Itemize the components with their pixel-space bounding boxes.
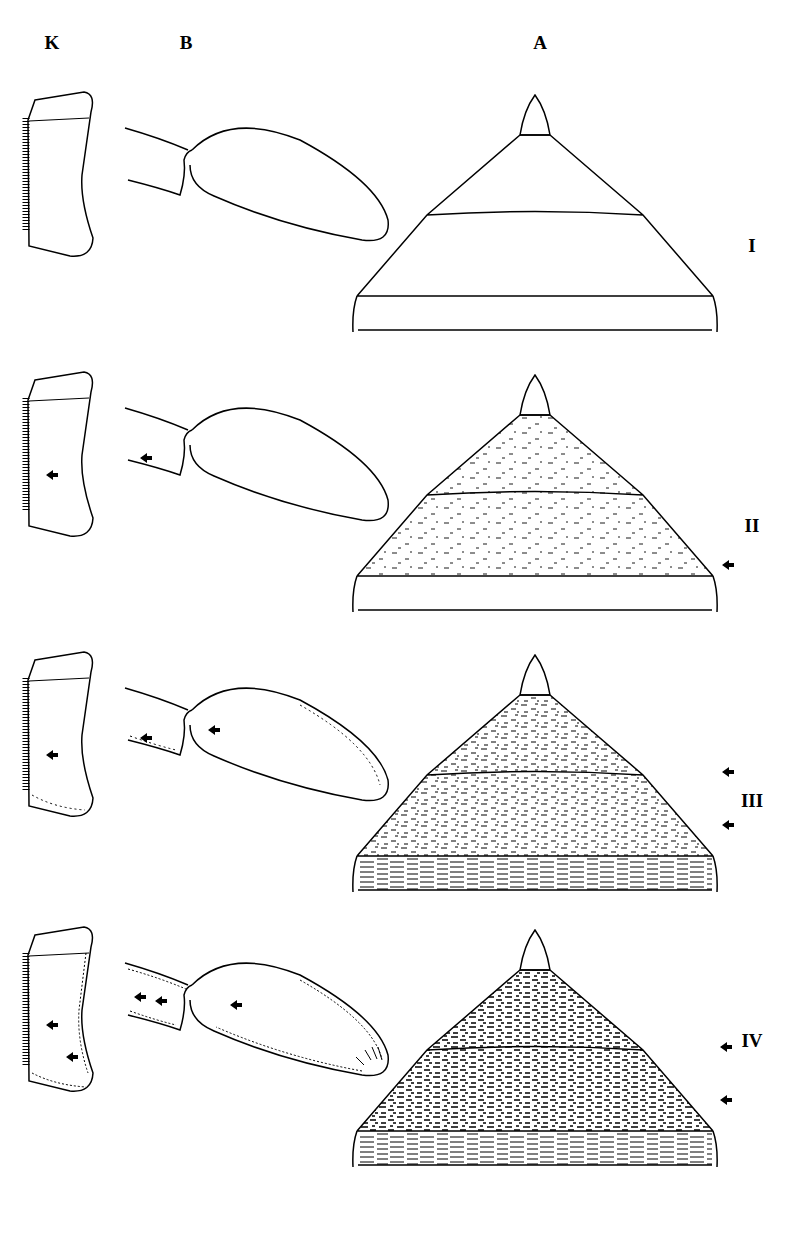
arrow-mark (720, 1095, 732, 1105)
stipple (427, 695, 643, 775)
arrow-mark (140, 453, 152, 463)
abdomen-figure (353, 655, 717, 892)
stipple (357, 495, 713, 576)
arrow-mark (134, 992, 146, 1002)
stipple (130, 705, 380, 785)
wing-figure (125, 963, 388, 1076)
stipple (356, 1047, 382, 1065)
arrow-mark (46, 470, 58, 480)
arrow-mark (66, 1052, 78, 1062)
row-numeral: II (745, 516, 760, 535)
stipple (128, 969, 382, 1071)
coxa-figure (26, 927, 93, 1091)
arrow-mark (208, 725, 220, 735)
arrow-mark (46, 1020, 58, 1030)
stipple (358, 1133, 712, 1165)
wing-figure (125, 408, 388, 521)
row-2-figures (26, 372, 734, 612)
wing-figure (125, 688, 388, 801)
row-numeral: I (748, 236, 755, 255)
stipple (427, 415, 643, 495)
arrow-mark (722, 767, 734, 777)
stipple (427, 970, 643, 1050)
wing-figure (125, 128, 388, 241)
row-3-figures (26, 652, 734, 892)
column-letter: B (180, 33, 193, 52)
arrow-mark (722, 820, 734, 830)
arrow-mark (140, 733, 152, 743)
row-numeral: III (741, 791, 763, 810)
coxa-figure (26, 92, 93, 256)
coxa-figure (26, 372, 93, 536)
stipple (357, 775, 713, 856)
abdomen-figure (353, 930, 717, 1167)
abdomen-figure (353, 95, 717, 332)
abdomen-figure (353, 375, 717, 612)
arrow-mark (722, 560, 734, 570)
column-letter: A (533, 33, 547, 52)
stipple (357, 1050, 713, 1131)
column-letter: K (45, 33, 60, 52)
row-4-figures (26, 927, 732, 1167)
coxa-figure (26, 652, 93, 816)
row-1-figures (26, 92, 717, 332)
arrow-mark (46, 750, 58, 760)
stipple (358, 858, 712, 890)
stipple (32, 795, 85, 810)
arrow-mark (720, 1042, 732, 1052)
row-numeral: IV (741, 1031, 762, 1050)
arrow-mark (230, 1000, 242, 1010)
stipple (32, 953, 88, 1087)
arrow-mark (155, 996, 167, 1006)
